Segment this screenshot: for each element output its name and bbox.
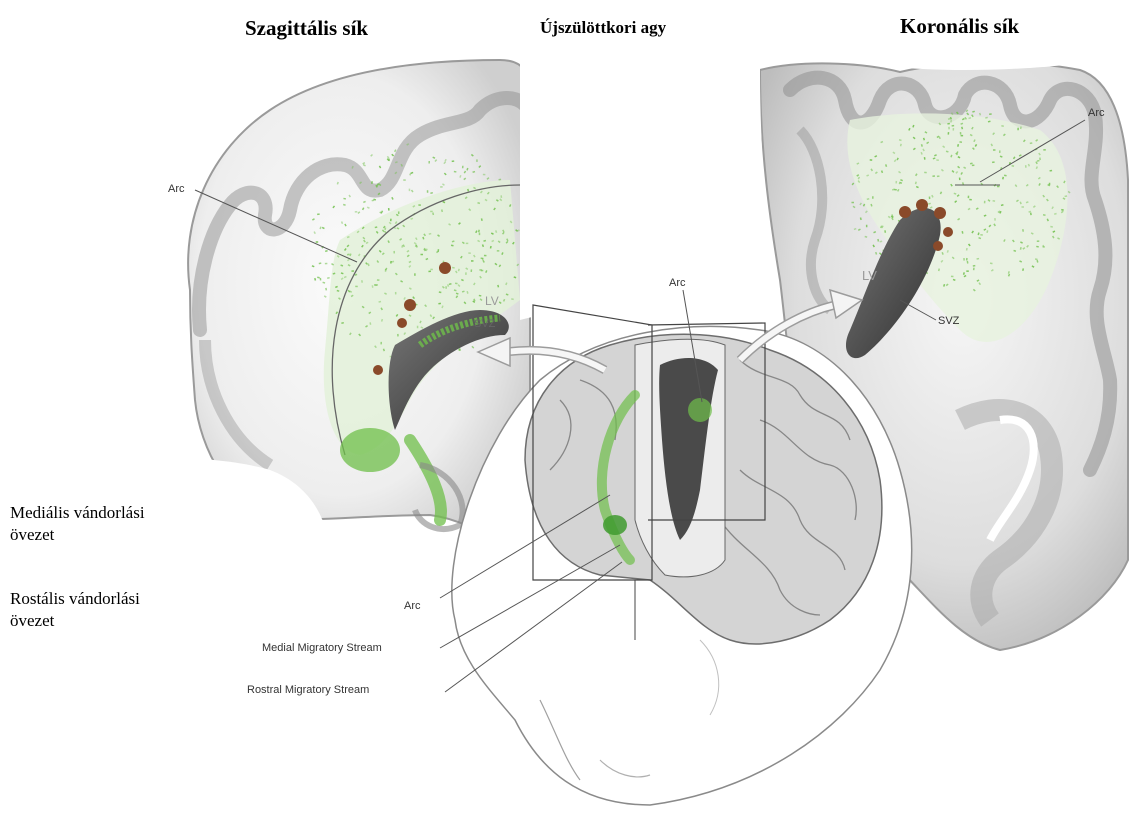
brain-arc-bottom-label: Arc — [404, 600, 421, 612]
rostral-migratory-stream-label: Rostral Migratory Stream — [247, 684, 369, 696]
sagittal-section-illustration: Arc LV SVZ — [0, 60, 531, 640]
coronal-lv-label: LV — [862, 268, 877, 283]
newborn-brain-heading: Újszülöttkori agy — [540, 18, 666, 38]
coronal-plane-heading: Koronális sík — [900, 14, 1019, 39]
coronal-svz-label: SVZ — [938, 315, 960, 327]
medial-label-line-1: Mediális vándorlási — [10, 502, 145, 524]
coronal-arc-label: Arc — [1088, 107, 1105, 119]
central-backdrop — [520, 0, 764, 320]
brain-arc-top-label: Arc — [669, 277, 686, 289]
sagittal-plane-heading: Szagittális sík — [245, 16, 368, 41]
medial-migratory-stream-label: Medial Migratory Stream — [262, 642, 382, 654]
sagittal-svz-label: SVZ — [474, 318, 496, 330]
medial-label-line-2: övezet — [10, 524, 145, 546]
rostral-label-line-1: Rostális vándorlási — [10, 588, 140, 610]
sagittal-arc-label: Arc — [168, 183, 185, 195]
sagittal-lv-label: LV — [485, 294, 499, 308]
rostral-migration-zone-label: Rostális vándorlási övezet — [10, 588, 140, 632]
medial-migration-zone-label: Mediális vándorlási övezet — [10, 502, 145, 546]
rostral-label-line-2: övezet — [10, 610, 140, 632]
